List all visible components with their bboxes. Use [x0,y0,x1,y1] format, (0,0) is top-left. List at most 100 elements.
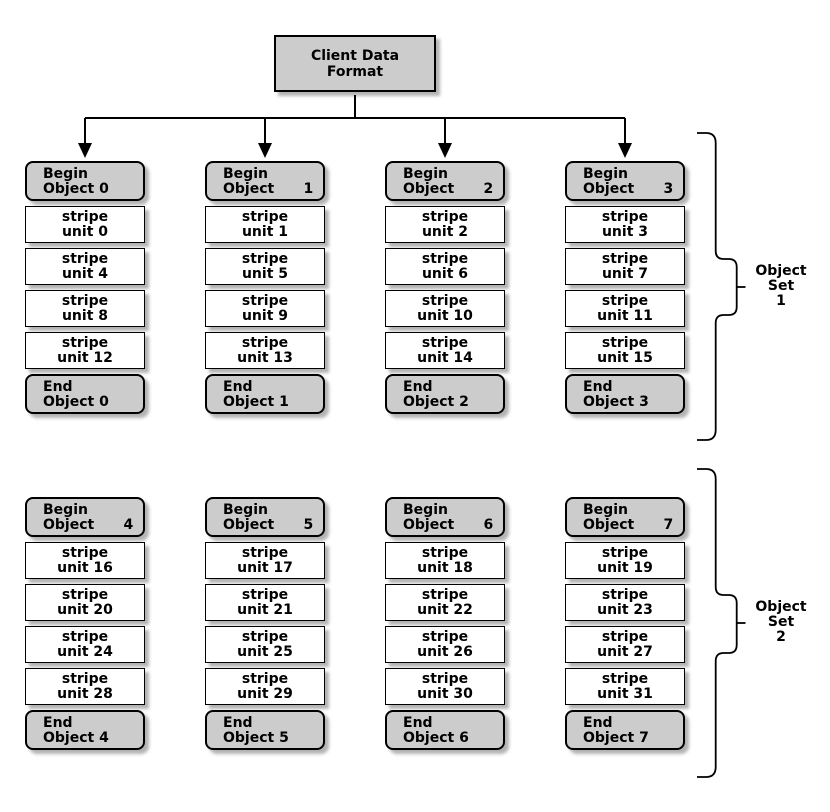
stripe-unit-box-label: stripe [241,209,289,225]
begin-object-box-label: Begin [403,502,448,518]
stripe-unit-box-label: unit 4 [61,266,109,282]
begin-object-box-label: Begin [223,502,268,518]
stripe-unit-box-label: unit 15 [597,350,653,366]
stripe-unit-box-label: unit 7 [601,266,649,282]
end-object-box-label: Object 6 [403,730,469,746]
stripe-unit-box-label: stripe [601,251,649,267]
set-label-line: 1 [776,293,786,309]
stripe-unit-box-label: stripe [421,335,469,351]
stripe-unit-box-label: stripe [421,545,469,561]
down-arrowhead-icon [258,143,272,158]
stripe-unit-box-label: unit 5 [241,266,289,282]
stripe-unit-box-label: stripe [601,545,649,561]
stripe-unit-box-label: unit 20 [57,602,113,618]
end-object-box-label: Object 2 [403,394,469,410]
stripe-unit-box-label: unit 29 [237,686,293,702]
stripe-unit-box-label: stripe [61,587,109,603]
stripe-unit-box-label: stripe [61,293,109,309]
stripe-unit-box-label: unit 23 [597,602,653,618]
stripe-unit-box-label: stripe [61,545,109,561]
stripe-unit-box-label: stripe [601,671,649,687]
title-box: Client Data Format [274,35,436,92]
end-object-box-label: Object 4 [43,730,109,746]
stripe-unit-box-label: unit 30 [417,686,473,702]
begin-object-box-label: Object 3 [583,181,674,197]
begin-object-box-label: Object 4 [43,517,134,533]
stripe-unit-box-label: unit 22 [417,602,473,618]
begin-object-box-label: Object 0 [43,181,109,197]
stripe-unit-box-label: unit 25 [237,644,293,660]
set-label-line: Set [767,614,795,630]
set-label-line: Object [755,599,807,615]
stripe-unit-box-label: unit 18 [417,560,473,576]
stripe-unit-box-label: stripe [61,671,109,687]
stripe-unit-box-label: unit 11 [597,308,653,324]
stripe-unit-box-label: unit 14 [417,350,473,366]
stripe-unit-box-label: unit 31 [597,686,653,702]
end-object-box-label: Object 1 [223,394,289,410]
end-object-box-label: Object 7 [583,730,649,746]
stripe-unit-box-label: stripe [241,671,289,687]
down-arrowhead-icon [618,143,632,158]
arrowheads [78,143,632,158]
end-object-box-label: End [43,379,73,395]
stripe-unit-box-label: unit 28 [57,686,113,702]
set-label-line: Object [755,263,807,279]
end-object-box-label: Object 5 [223,730,289,746]
begin-object-box-label: Object 7 [583,517,674,533]
end-object-box-label: Object 0 [43,394,109,410]
stripe-unit-box-label: unit 17 [237,560,293,576]
stripe-unit-box-label: unit 2 [421,224,469,240]
begin-object-box-label: Begin [43,166,88,182]
stripe-unit-box-label: stripe [601,335,649,351]
object-set-1-label: Object Set 1 [746,264,816,309]
stripe-unit-box-label: stripe [601,293,649,309]
end-object-box-label: End [583,715,613,731]
stripe-unit-box-label: stripe [61,335,109,351]
stripe-unit-box-label: stripe [421,587,469,603]
end-object-box-label: End [583,379,613,395]
set-label-line: Set [767,278,795,294]
stripe-unit-box-label: stripe [61,209,109,225]
stripe-unit-box-label: unit 3 [601,224,649,240]
stripe-unit-box-label: stripe [241,251,289,267]
begin-object-box-label: Object 1 [223,181,314,197]
